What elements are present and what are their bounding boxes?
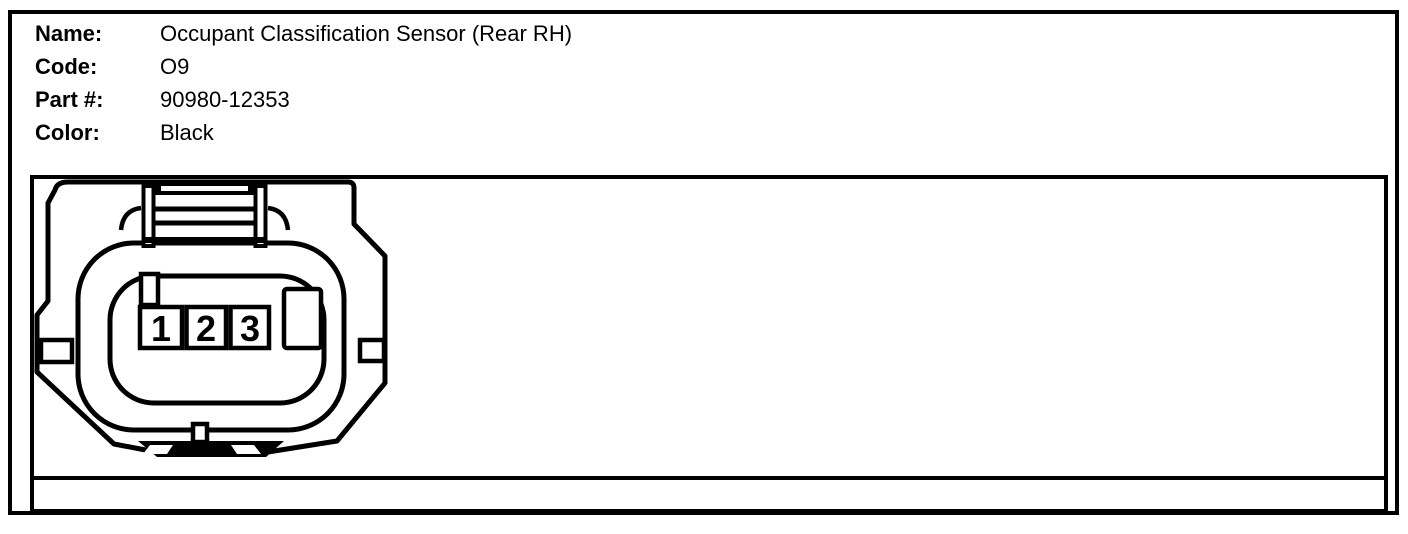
field-row-color: Color: Black: [35, 116, 935, 149]
pin-cavity-3: [228, 304, 272, 351]
side-slot-right: [357, 337, 387, 364]
pin-cavity-1: [137, 304, 185, 351]
field-label-code: Code:: [35, 53, 98, 79]
field-value-part-number: 90980-12353: [160, 86, 290, 112]
field-value-code: O9: [160, 53, 190, 79]
field-value-name: Occupant Classification Sensor (Rear RH): [160, 20, 573, 46]
field-label-color: Color:: [35, 119, 100, 145]
latch-brace-left: [118, 205, 142, 231]
pin-cavity-2: [184, 304, 229, 351]
latch-post-left: [141, 184, 156, 248]
field-label-name: Name:: [35, 20, 103, 46]
field-row-code: Code: O9: [35, 50, 935, 83]
pin-number-3: 3: [240, 308, 260, 349]
field-row-part-number: Part #: 90980-12353: [35, 83, 935, 116]
field-label-part-number: Part #:: [35, 86, 104, 112]
field-row-name: Name: Occupant Classification Sensor (Re…: [35, 17, 935, 50]
connector-face-diagram: 1 2 3: [34, 179, 388, 457]
latch-post-right: [253, 184, 268, 248]
bottom-slot: [190, 421, 210, 445]
side-slot-left: [38, 337, 75, 365]
cavity-key-top-left: [138, 271, 161, 308]
bottom-band-window-right: [231, 445, 261, 454]
header-info-block: Name: Occupant Classification Sensor (Re…: [35, 17, 935, 149]
pin-number-1: 1: [151, 308, 171, 349]
pin-number-2: 2: [196, 308, 216, 349]
top-latch-slit: [161, 186, 248, 191]
latch-brace-right: [267, 205, 291, 231]
field-value-color: Black: [160, 119, 214, 145]
footer-panel: [30, 480, 1388, 513]
bottom-band-window-left: [143, 445, 173, 454]
cavity-key-right: [281, 286, 324, 351]
